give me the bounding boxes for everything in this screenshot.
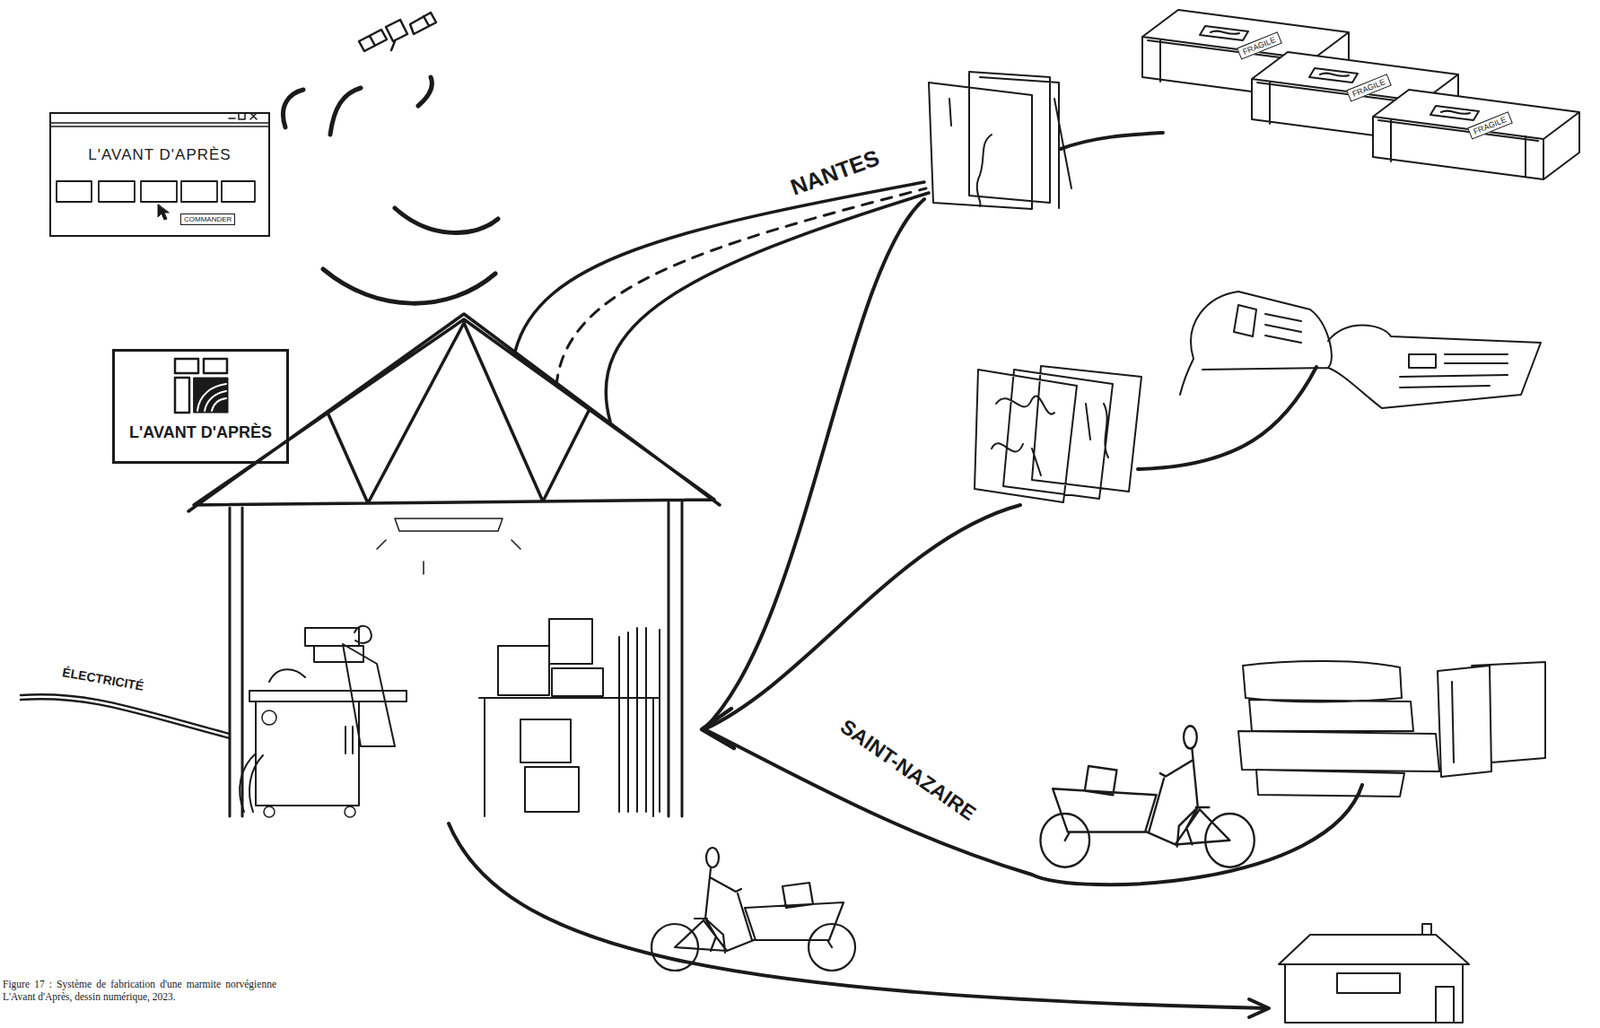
node-text: L'AVANT D'APRÈS (87, 146, 231, 165)
supply-line (1060, 132, 1163, 149)
workshop-walls (229, 502, 682, 817)
node-text: FRAGILE (1241, 34, 1277, 57)
engraved-plates (974, 366, 1142, 503)
product-thumbnails (56, 181, 255, 202)
logo-sign: L'AVANT D'APRÈS (112, 349, 289, 464)
house (1278, 924, 1469, 1023)
arrow-head (1249, 999, 1269, 1018)
city-label: NANTES (784, 143, 885, 202)
logo-grain-square (193, 377, 228, 413)
city-label: SAINT-NAZAIRE (833, 712, 983, 827)
delivery-route (448, 823, 1268, 1009)
supply-route (704, 199, 1363, 885)
supply-line (1137, 367, 1317, 470)
node-text: FRAGILE (1350, 77, 1386, 99)
machine-wheel (344, 806, 356, 818)
newspaper (1180, 291, 1541, 409)
roof-truss (188, 314, 720, 512)
mouse-cursor (157, 204, 169, 220)
fragile-tag: FRAGILE (1467, 111, 1513, 140)
fragile-tag: FRAGILE (1236, 31, 1282, 60)
satellite (358, 12, 437, 52)
logo-wood-grain (197, 384, 227, 411)
workbench (479, 619, 660, 817)
browser-window: L'AVANT D'APRÈS COMMANDER (49, 112, 271, 237)
machine-wheel (263, 806, 275, 818)
road (515, 182, 929, 422)
table-saw (249, 626, 407, 806)
window-control (238, 113, 245, 120)
road-centre-line (556, 188, 927, 386)
ceiling-light (376, 518, 521, 575)
signal-waves (282, 77, 499, 304)
wood-panels (928, 71, 1072, 210)
saw-dial (262, 710, 277, 726)
dust-hose (239, 753, 263, 813)
node-text: L'AVANT D'APRÈS (129, 423, 272, 443)
figure-caption: Figure 17 : Système de fabrication d'une… (2, 978, 277, 1004)
insulation-stack (1238, 661, 1546, 797)
cargo-bike-rider (651, 848, 856, 971)
arrow-head (701, 708, 735, 749)
order-button: COMMANDER (180, 213, 236, 226)
node-text: FRAGILE (1471, 114, 1507, 137)
fragile-tag: FRAGILE (1346, 73, 1391, 102)
crate (1372, 89, 1580, 180)
cargo-bike-rider (1040, 725, 1254, 868)
window-title-bar (51, 113, 269, 127)
power-line (20, 694, 230, 739)
logo-squares (174, 358, 228, 413)
node-text: COMMANDER (183, 215, 232, 224)
supply-label: ÉLECTRICITÉ (58, 664, 148, 695)
